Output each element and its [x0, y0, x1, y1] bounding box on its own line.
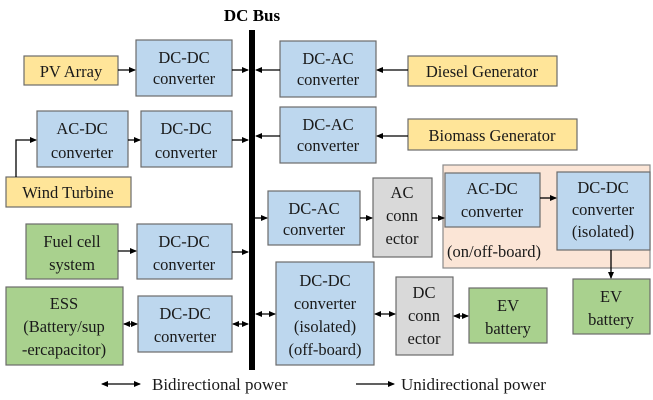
acdc-onboard-converter: AC-DC converter [444, 172, 541, 228]
label-line-2: converter [154, 327, 217, 346]
label-line-1: DC-DC [159, 304, 210, 323]
label-line-3: ector [386, 229, 419, 248]
pv-array-label: PV Array [40, 62, 103, 81]
ess-block: ESS (Battery/sup -ercapacitor) [5, 286, 124, 366]
label-line-3: -ercapacitor) [22, 340, 106, 359]
label-line-1: DC-DC [158, 48, 209, 67]
label-line-1: DC-DC [160, 119, 211, 138]
label-line-2: converter [51, 143, 114, 162]
dcac-diesel-converter: DC-AC converter [279, 40, 377, 98]
wind-turbine-block: Wind Turbine [5, 176, 132, 208]
dc-bus-title: DC Bus [224, 6, 281, 25]
pv-array-block: PV Array [23, 55, 119, 86]
label-line-2: converter [155, 143, 218, 162]
dcdc-offboard-converter: DC-DC converter (isolated) (off-board) [275, 261, 375, 366]
wind-turbine-label: Wind Turbine [22, 183, 113, 202]
acdc-wind-converter: AC-DC converter [36, 110, 129, 168]
biomass-generator-label: Biomass Generator [429, 126, 556, 145]
diesel-generator-label: Diesel Generator [426, 62, 539, 81]
label-line-2: (Battery/sup [23, 317, 105, 336]
label-line-2: converter [153, 69, 216, 88]
label-line-1: AC-DC [56, 119, 107, 138]
label-line-2: conn [386, 206, 418, 225]
label-line-1: Fuel cell [43, 232, 101, 251]
ev-battery-dc-block: EV battery [468, 287, 548, 344]
label-line-2: battery [588, 310, 635, 329]
label-line-1: AC [391, 183, 414, 202]
label-line-1: EV [497, 296, 519, 315]
label-line-2: conn [408, 306, 440, 325]
dc-bus-bar [249, 30, 255, 370]
dc-connector-block: DC conn ector [395, 276, 454, 356]
dcdc-pv-converter: DC-DC converter [135, 39, 233, 97]
ev-battery-ac-block: EV battery [572, 278, 651, 335]
arrow-wind-to-acdc [15, 137, 37, 177]
dcdc-fuel-converter: DC-DC converter [136, 223, 233, 280]
label-line-3: ector [408, 329, 441, 348]
label-line-1: DC-DC [158, 232, 209, 251]
legend-unidirectional-label: Unidirectional power [401, 375, 546, 394]
fuel-cell-block: Fuel cell system [25, 223, 119, 280]
label-line-2: converter [461, 202, 524, 221]
dcac-biomass-converter: DC-AC converter [279, 106, 377, 164]
dcdc-ess-converter: DC-DC converter [137, 295, 233, 353]
label-line-1: DC-DC [577, 178, 628, 197]
legend-bidirectional-label: Bidirectional power [152, 375, 288, 394]
label-line-2: system [49, 255, 95, 274]
label-line-4: (off-board) [289, 340, 362, 359]
label-line-1: EV [600, 287, 622, 306]
label-line-1: ESS [50, 294, 78, 313]
label-line-2: converter [297, 136, 360, 155]
label-line-1: DC-AC [302, 115, 353, 134]
dcdc-isolated-converter: DC-DC converter (isolated) [556, 171, 651, 251]
label-line-1: DC-AC [288, 199, 339, 218]
label-line-3: (isolated) [572, 222, 634, 241]
onoff-board-label: (on/off-board) [447, 242, 541, 261]
legend: Bidirectional power Unidirectional power [101, 375, 546, 394]
label-line-2: converter [572, 200, 635, 219]
label-line-1: DC-DC [299, 271, 350, 290]
diesel-generator-block: Diesel Generator [407, 55, 558, 87]
label-line-1: DC [413, 283, 436, 302]
label-line-2: converter [297, 70, 360, 89]
label-line-2: converter [294, 294, 357, 313]
label-line-2: converter [153, 255, 216, 274]
dcac-ev-converter: DC-AC converter [267, 190, 361, 246]
ac-connector-block: AC conn ector [372, 177, 433, 258]
dcdc-wind-converter: DC-DC converter [140, 110, 233, 168]
label-line-2: converter [283, 220, 346, 239]
label-line-1: AC-DC [466, 179, 517, 198]
label-line-1: DC-AC [302, 49, 353, 68]
label-line-3: (isolated) [294, 317, 356, 336]
label-line-2: battery [485, 319, 532, 338]
biomass-generator-block: Biomass Generator [407, 118, 578, 151]
